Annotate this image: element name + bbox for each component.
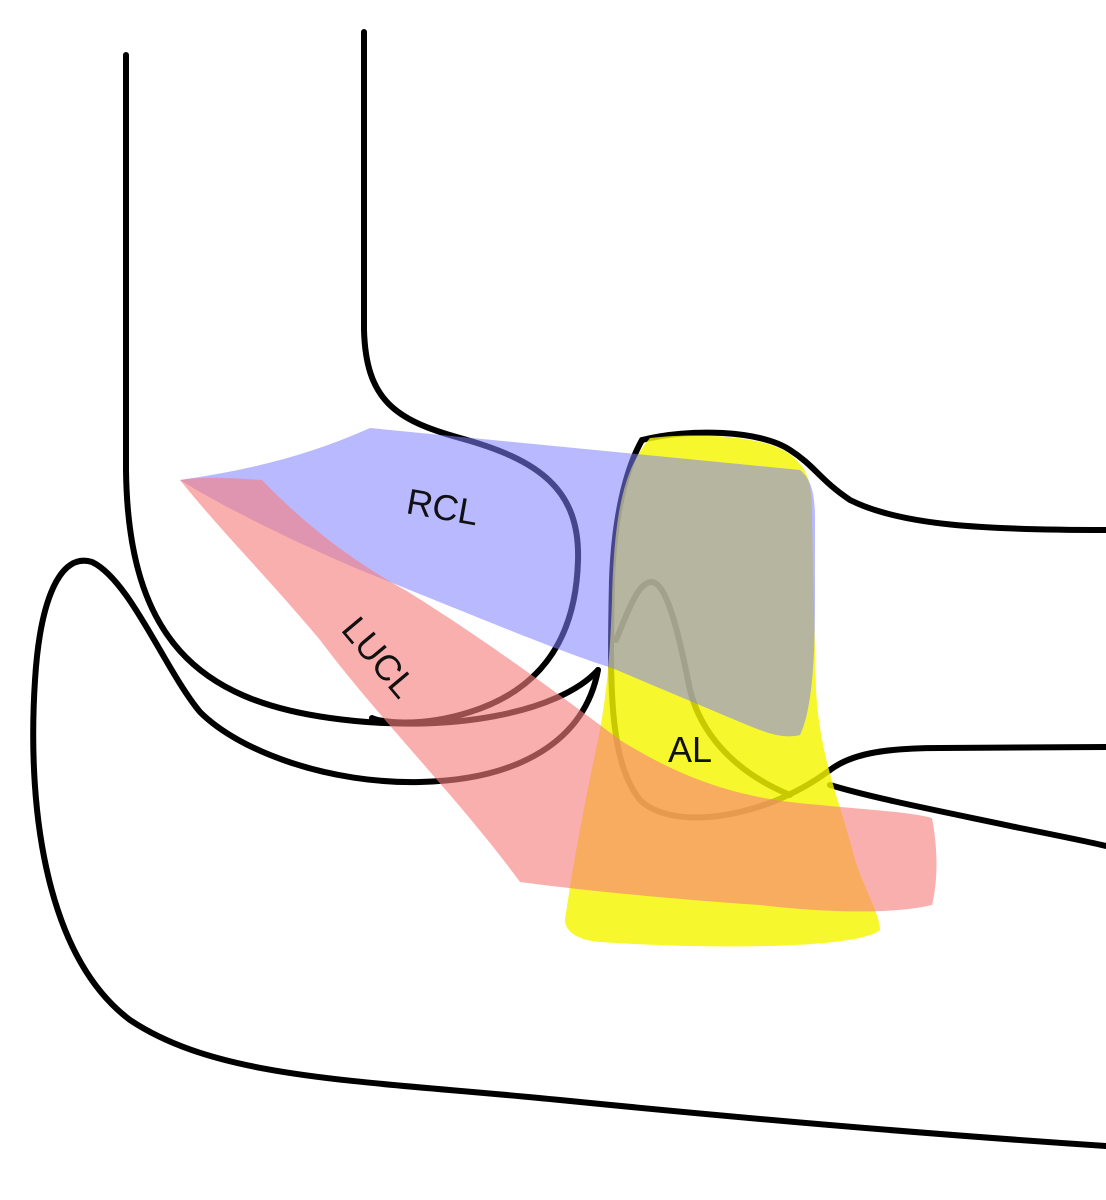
lateral-ulnar-collateral-ligament-region — [180, 477, 937, 912]
radial-collateral-ligament-region — [180, 428, 815, 737]
forearm-upper-outline — [827, 744, 1106, 773]
forearm-lower-outline — [827, 782, 1106, 849]
radial-head-outline — [639, 429, 1106, 533]
al-label: AL — [668, 729, 712, 770]
ulna-outline — [30, 557, 1106, 1149]
